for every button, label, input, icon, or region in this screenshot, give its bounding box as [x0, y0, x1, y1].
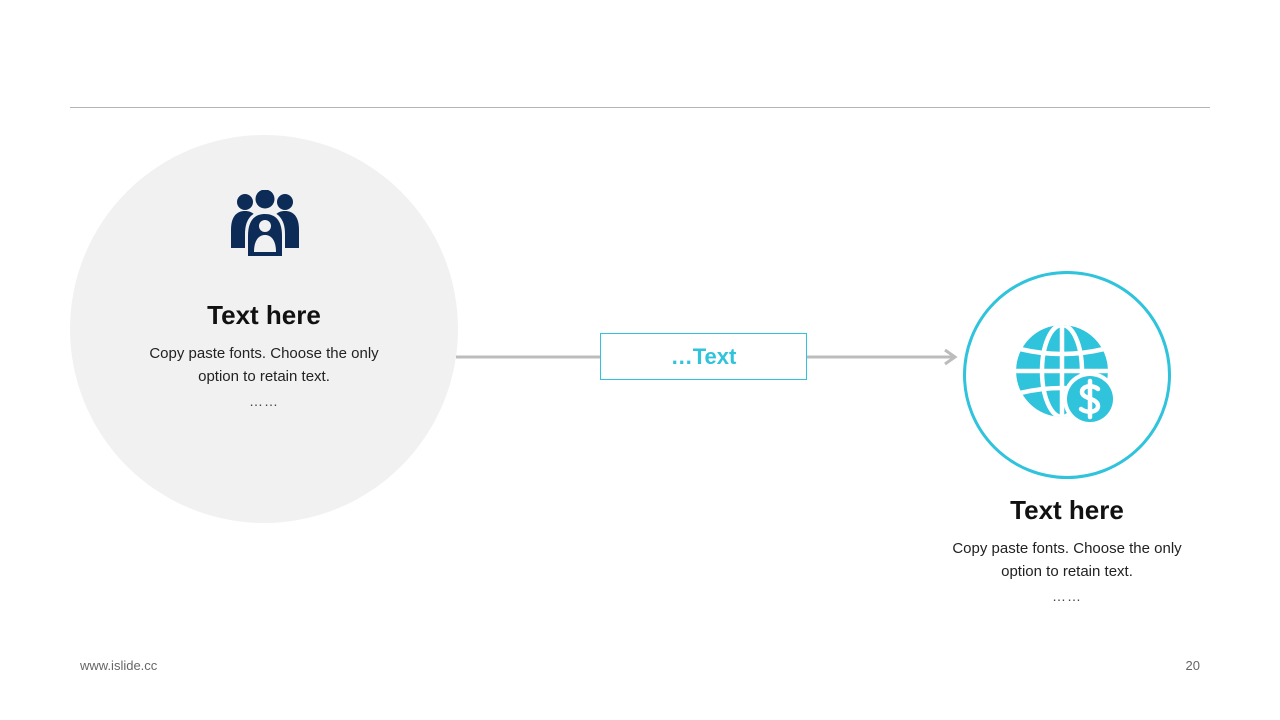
page-number: 20: [1185, 658, 1200, 673]
left-block-title: Text here: [207, 300, 321, 330]
right-block-body-line-1: Copy paste fonts. Choose the only: [952, 540, 1182, 557]
right-block-title: Text here: [1010, 495, 1124, 525]
left-block-body-line-2: option to retain text.: [198, 368, 330, 385]
connector-label-box: …Text: [600, 333, 807, 380]
people-group-icon: [231, 190, 299, 256]
globe-dollar-icon: [1016, 325, 1117, 426]
right-block-body-line-2: option to retain text.: [1001, 563, 1133, 580]
left-block-ellipsis: ……: [249, 393, 279, 409]
top-divider: [70, 107, 1210, 108]
left-block-body-line-1: Copy paste fonts. Choose the only: [149, 345, 379, 362]
footer-website: www.islide.cc: [80, 658, 158, 673]
right-block-ellipsis: ……: [1052, 588, 1082, 604]
connector-label: …Text: [670, 343, 737, 369]
